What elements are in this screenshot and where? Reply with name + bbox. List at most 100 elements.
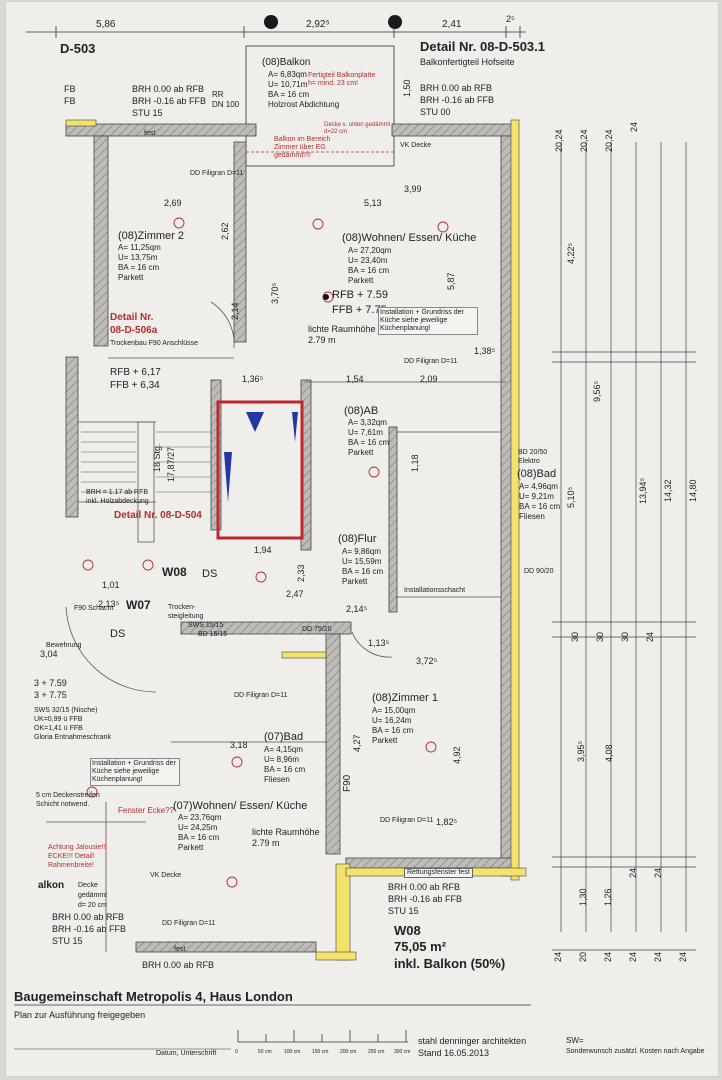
dim-right: 4,22⁵ [566,242,576,264]
detail-title: Detail Nr. 08-D-503.1 [420,39,546,54]
deckenstreifen-2: Schicht notwend. [36,801,90,808]
decke-note: Decke v. unten gedämmt d=22 cm [324,122,391,135]
room-floor: Parkett [348,448,374,457]
ds-label-2: DS [110,628,126,640]
room-floor: Parkett [348,276,374,285]
dim: 1,94 [254,545,272,555]
brh-lb-3: STU 15 [52,936,83,946]
room-floor: Parkett [342,577,368,586]
room-name: (07)Bad [264,731,304,743]
install-note-left: Installation + Grundriss der Küche siehe… [90,758,180,787]
dd-filigran-1: DD Filigran D=11 [190,170,244,177]
balkon-left-4: d= 20 cm [78,902,107,909]
room-area: A= 3,32qm [348,418,387,427]
room-ba: BA = 16 cm [519,502,561,511]
room-area: A= 4,96qm [519,482,558,491]
top-dim-2: 2,92⁵ [306,19,330,30]
room-name: (08)AB [344,405,379,417]
room-ba: BA = 16 cm [348,438,390,447]
dim-right: 24 [678,951,688,962]
dim-right: 30 [570,631,580,642]
dim: 2,14⁵ [346,604,368,614]
dd-filigran-2: DD Filigran D=11 [404,358,458,365]
balcony-outline [245,45,395,167]
brh-left-2: BRH -0.16 ab FFB [132,96,207,106]
punch-hole [388,15,402,29]
dim-right: 20,24 [554,129,564,152]
dim: 2,69 [164,198,182,208]
vk-decke-top: VK Decke [400,142,432,149]
room-ba: BA = 16 cm [264,765,306,774]
balkon-left-2: Decke [78,882,98,889]
dim-right: 9,56⁵ [592,380,602,402]
f90-label: F90 [342,774,353,792]
room-ba: BA = 16 cm [178,833,220,842]
room-floor: Parkett [178,843,204,852]
dim: 4,92 [452,746,462,764]
left-abbr-2: FB [64,96,76,106]
sws-1: SWS 32/15 (Nische) [34,707,98,714]
scale-0: 0 [235,1049,238,1055]
dim: 2,13⁵ [98,599,120,609]
dim: 1,18 [410,454,420,472]
balkon-left-1: alkon [38,880,65,891]
bd-elektro-1: BD 20/50 [518,449,548,456]
raumhoehe07-value: 2.79 m [252,838,280,848]
bd-15: BD 15/15 [198,631,228,638]
dd-filigran-5: DD Filigran D=11 [162,920,216,927]
room-name: (08)Wohnen/ Essen/ Küche [342,232,477,244]
room-area: A= 15,00qm [372,706,416,715]
wall [65,356,79,518]
ds-label-1: DS [202,568,218,580]
unit-name: W08 [394,923,421,938]
left-code: D-503 [60,41,96,56]
achtung-2: ECKE!!! Detail! [48,853,95,860]
room-name: (07)Wohnen/ Essen/ Küche [173,800,308,812]
brh-right-3: STU 00 [420,107,451,117]
sws-3: OK=1,41 ü FFB [34,725,83,732]
raumhoehe07-label: lichte Raumhöhe [252,827,320,837]
fest-bottom: fest [174,946,186,953]
brh-left-1: BRH 0.00 ab RFB [132,84,205,94]
stair-count: 18 Stg. [152,443,162,472]
trocken-1: Trocken- [168,604,196,611]
room-perimeter: U= 9,21m [519,492,554,501]
fire-rated-shaft [216,400,304,540]
detail-504: Detail Nr. 08-D-504 [114,510,202,521]
rettungsfenster: Rettungsfenster fest [404,868,473,879]
dim: 2,62 [220,222,230,240]
raumhoehe-value: 2.79 m [308,335,336,345]
room-perimeter: U= 23,40m [348,256,388,265]
left-abbr-1: FB [64,84,76,94]
room-name: (08)Bad [517,468,557,480]
room-perimeter: U= 8,96m [264,755,299,764]
room-perimeter: U= 24,25m [178,823,218,832]
top-dim-1: 5,86 [96,19,116,30]
room-name: (08)Flur [338,533,377,545]
brh-lb-2: BRH -0.16 ab FFB [52,924,127,934]
wall [325,633,341,855]
rr-dn: DN 100 [212,100,240,109]
dim: 3,99 [404,184,422,194]
bd-elektro-2: Elektro [518,458,540,465]
room-area: A= 27,20qm [348,246,392,255]
scale-150: 150 cm [312,1049,329,1055]
detail-506-1: Detail Nr. [110,312,154,323]
detail-subtitle: Balkonfertigteil Hofseite [420,57,515,67]
dim-right: 24 [553,951,563,962]
bewehrung: Bewehrung [46,642,82,649]
dim: 1,54 [346,374,364,384]
room-perimeter: U= 16,24m [372,716,412,725]
dim: 1,13⁵ [368,638,390,648]
brh-holz-2: inkl. Holzabdeckung [86,498,149,505]
dim: 5,13 [364,198,382,208]
dim: 1,82⁵ [436,817,458,827]
unit-balcony-note: inkl. Balkon (50%) [394,956,506,971]
brh-rb-1: BRH 0.00 ab RFB [388,882,461,892]
dim: 2,09 [420,374,438,384]
dim-right: 5,10⁵ [566,486,576,508]
unit-area: 75,05 m² [394,939,447,954]
brh-cut: BRH 0.00 ab RFB [142,960,215,970]
dim: 2,47 [286,589,304,599]
dd-filigran-4: DD Filigran D=11 [380,817,434,824]
